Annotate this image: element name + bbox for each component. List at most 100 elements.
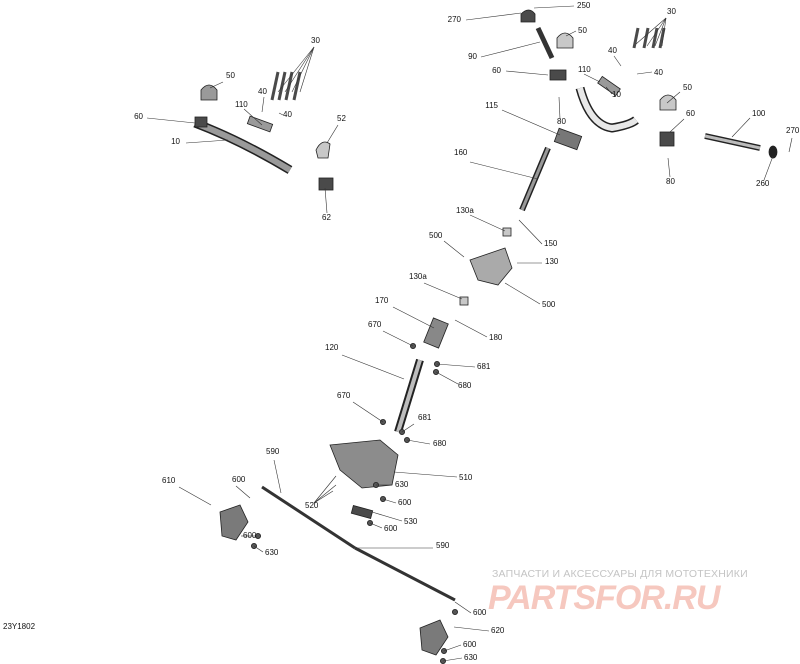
bracket-left <box>194 116 208 128</box>
callout-label: 590 <box>266 447 280 456</box>
bolt-left <box>277 71 287 101</box>
callout-label: 680 <box>458 381 472 390</box>
callout-label: 590 <box>436 541 450 550</box>
leader-lines <box>146 5 793 662</box>
bolt-right <box>658 27 666 49</box>
leader-line <box>436 363 476 368</box>
leader-line <box>253 545 264 553</box>
callout-label: 681 <box>418 413 432 422</box>
bracket-right <box>659 131 675 147</box>
callout-label: 600 <box>398 498 412 507</box>
leader-line <box>469 214 506 232</box>
clip-62 <box>318 177 334 191</box>
leader-line <box>392 306 435 329</box>
bolt-right <box>642 27 650 49</box>
callout-label: 50 <box>578 26 587 35</box>
callout-label: 60 <box>134 112 143 121</box>
callout-label: 120 <box>325 343 339 352</box>
callout-label: 600 <box>384 524 398 533</box>
callout-label: 100 <box>752 109 766 118</box>
callout-label: 115 <box>485 101 498 110</box>
callout-label: 40 <box>654 68 663 77</box>
callout-label: 630 <box>464 653 478 662</box>
leader-line <box>666 91 681 104</box>
callout-label: 110 <box>235 100 248 109</box>
callout-label: 40 <box>258 87 267 96</box>
shaft-120-shade <box>396 359 422 433</box>
leader-line <box>788 137 793 153</box>
clamp-left <box>200 84 218 101</box>
bracket-top <box>549 69 567 81</box>
callout-label: 170 <box>375 296 389 305</box>
bolt-right <box>632 27 640 49</box>
bushing-upper <box>502 227 512 237</box>
leader-line <box>185 139 229 144</box>
callout-label: 52 <box>337 114 346 123</box>
tie-rod-right <box>354 546 456 602</box>
callout-label: 270 <box>786 126 800 135</box>
leader-line <box>501 109 561 136</box>
leader-line <box>605 86 613 95</box>
leader-line <box>313 490 334 504</box>
leader-line <box>261 96 265 113</box>
leader-line <box>209 81 224 89</box>
leader-line <box>661 17 667 47</box>
leader-line <box>731 117 751 138</box>
part-drawings <box>193 9 778 664</box>
watermark-logo: PARTSFOR.RU <box>488 579 720 617</box>
knuckle-left <box>219 504 249 541</box>
leader-line <box>352 401 384 423</box>
riser-block <box>553 127 583 151</box>
callout-label: 260 <box>756 179 770 188</box>
bushing-lower <box>459 296 469 306</box>
callout-label: 270 <box>448 15 462 24</box>
callout-label: 60 <box>492 66 501 75</box>
callout-label: 520 <box>305 501 319 510</box>
callout-label: 630 <box>395 480 409 489</box>
callout-label: 40 <box>283 110 292 119</box>
leader-line <box>401 423 415 433</box>
leader-line <box>326 124 339 144</box>
bolt-right <box>651 27 659 49</box>
callout-label: 130 <box>545 257 559 266</box>
leader-line <box>324 187 328 214</box>
grip-right <box>597 75 621 97</box>
diagram-id: 23Y1802 <box>3 622 36 631</box>
callout-label: 600 <box>232 475 246 484</box>
leader-line <box>382 498 397 504</box>
callout-label: 10 <box>612 90 621 99</box>
leader-line <box>382 330 414 347</box>
callout-label: 130a <box>456 206 474 215</box>
leader-line <box>518 219 543 245</box>
callout-label: 670 <box>368 320 382 329</box>
pin-90 <box>535 26 555 60</box>
leader-line <box>278 112 284 116</box>
callout-label: 50 <box>226 71 235 80</box>
handlebar-left-shade <box>193 120 292 173</box>
leader-line <box>635 17 667 45</box>
callout-label: 80 <box>557 117 566 126</box>
callout-label: 630 <box>265 548 279 557</box>
leader-line <box>565 30 577 37</box>
leader-line <box>469 161 539 180</box>
callout-label: 670 <box>337 391 351 400</box>
adapter-530 <box>350 505 374 519</box>
bolt-left <box>270 71 280 101</box>
callout-label: 620 <box>491 626 505 635</box>
steering-box <box>329 439 399 489</box>
callout-label: 160 <box>454 148 468 157</box>
leader-line <box>277 46 315 93</box>
endcap-260 <box>768 145 778 159</box>
callout-label: 610 <box>162 476 176 485</box>
callout-label: 62 <box>322 213 331 222</box>
leader-line <box>669 118 685 133</box>
leader-line <box>423 282 463 300</box>
callout-label: 10 <box>171 137 180 146</box>
watermark-caption: ЗАПЧАСТИ И АКСЕССУАРЫ ДЛЯ МОТОТЕХНИКИ <box>492 568 748 580</box>
leader-line <box>454 319 488 338</box>
leader-line <box>613 55 622 67</box>
handlebar-right-shade <box>577 87 638 132</box>
leader-line <box>178 486 212 506</box>
leader-line <box>443 240 465 258</box>
